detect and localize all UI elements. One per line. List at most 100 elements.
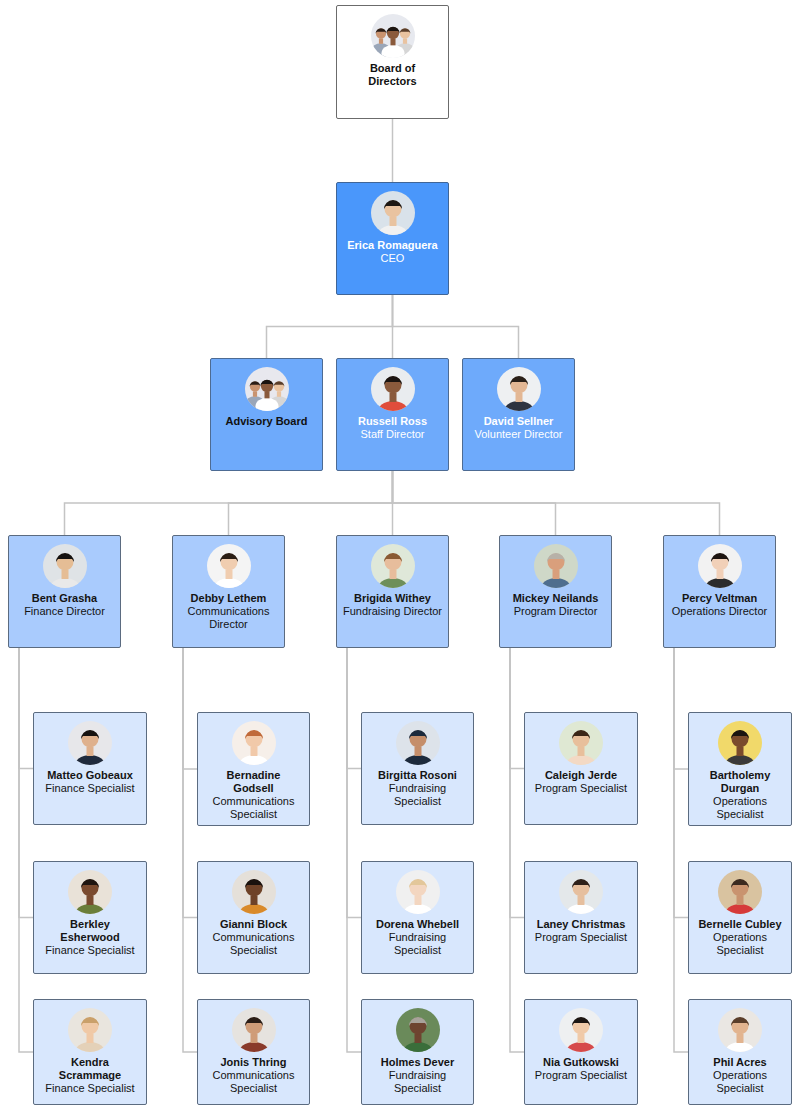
avatar-group — [232, 1008, 276, 1052]
avatar-photo — [232, 870, 276, 914]
avatar-photo — [698, 544, 742, 588]
avatar-shoulders — [213, 578, 245, 588]
avatar-hair — [731, 730, 749, 739]
avatar-shoulders — [724, 1042, 756, 1052]
node-role: Program Specialist — [533, 931, 629, 944]
avatar-group — [371, 367, 415, 411]
avatar-photo — [718, 721, 762, 765]
avatar-photo — [68, 1008, 112, 1052]
org-connector — [347, 648, 361, 769]
avatar-hair — [56, 553, 74, 562]
node-name: Caleigh Jerde — [533, 769, 629, 782]
avatar-group — [371, 544, 415, 588]
node-role: Communications Specialist — [206, 795, 301, 821]
node-role: Finance Specialist — [42, 944, 138, 957]
avatar-shoulders — [724, 755, 756, 765]
avatar-shoulders — [402, 755, 434, 765]
node-name: Berkley Esherwood — [42, 918, 138, 944]
avatar-hair — [572, 730, 590, 739]
avatar-photo — [232, 721, 276, 765]
org-connector — [510, 648, 524, 1052]
specialist-box: Bernadine GodsellCommunications Speciali… — [197, 712, 310, 826]
node-name: Russell Ross — [342, 415, 443, 428]
node-role: Program Director — [505, 605, 606, 618]
avatar-neck — [389, 570, 396, 579]
avatar-shoulders — [565, 755, 597, 765]
avatar-head — [711, 554, 728, 571]
specialist-box: Bartholemy DurganOperations Specialist — [688, 712, 792, 826]
avatar-neck — [515, 393, 522, 402]
avatar-group — [232, 721, 276, 765]
avatar-photo — [497, 367, 541, 411]
avatar-head — [573, 731, 590, 748]
avatar-group — [559, 721, 603, 765]
org-connector — [392, 119, 394, 182]
avatar-hair — [731, 879, 749, 888]
specialist-box: Holmes DeverFundraising Specialist — [361, 999, 474, 1105]
avatar-shoulders — [381, 45, 404, 58]
avatar-photo — [396, 721, 440, 765]
avatar-hair — [386, 27, 399, 33]
avatar-head — [220, 554, 237, 571]
node-name: Matteo Gobeaux — [42, 769, 138, 782]
avatar-head — [82, 731, 99, 748]
avatar-hair — [547, 553, 565, 562]
node-name: Birgitta Rosoni — [370, 769, 465, 782]
avatar-head — [732, 1018, 749, 1035]
org-connector — [19, 648, 33, 769]
avatar-hair — [81, 730, 99, 739]
node-name: Advisory Board — [216, 415, 317, 428]
avatar-hair — [220, 553, 238, 562]
avatar-neck — [414, 896, 421, 905]
node-name: Brigida Withey — [342, 592, 443, 605]
avatar-shoulders — [238, 755, 270, 765]
avatar-neck — [378, 38, 382, 43]
avatar-hair — [409, 879, 427, 888]
node-name: Bent Grasha — [14, 592, 115, 605]
avatar-shoulders — [402, 904, 434, 914]
avatar-photo — [718, 870, 762, 914]
avatar-group — [718, 1008, 762, 1052]
node-name: Debby Lethem — [178, 592, 279, 605]
node-role: Operations Specialist — [697, 1069, 783, 1095]
node-role: Program Specialist — [533, 1069, 629, 1082]
avatar-neck — [87, 1034, 94, 1043]
node-name: Mickey Neilands — [505, 592, 606, 605]
avatar-group — [559, 1008, 603, 1052]
node-role: Finance Specialist — [42, 1082, 138, 1095]
avatar-hair — [711, 553, 729, 562]
node-name: Nia Gutkowski — [533, 1056, 629, 1069]
avatar-photo — [245, 367, 289, 411]
specialist-box: Berkley EsherwoodFinance Specialist — [33, 861, 147, 974]
avatar-hair — [245, 1017, 263, 1026]
node-name: Board of Directors — [361, 62, 424, 88]
department-box: Debby LethemCommunications Director — [172, 535, 285, 648]
avatar-head — [56, 554, 73, 571]
avatar-shoulders — [377, 225, 409, 235]
avatar-photo — [371, 14, 415, 58]
node-role: Operations Director — [669, 605, 770, 618]
avatar-shoulders — [540, 578, 572, 588]
avatar-group — [396, 1008, 440, 1052]
node-role: Finance Specialist — [42, 782, 138, 795]
avatar-group — [559, 870, 603, 914]
avatar-head — [573, 1018, 590, 1035]
avatar-group — [232, 870, 276, 914]
avatar-group — [718, 870, 762, 914]
avatar-neck — [264, 392, 269, 398]
avatar-neck — [252, 391, 256, 396]
avatar-shoulders — [704, 578, 736, 588]
avatar-hair — [572, 1017, 590, 1026]
avatar-hair — [384, 553, 402, 562]
department-box: Mickey NeilandsProgram Director — [499, 535, 612, 648]
avatar-head — [245, 1018, 262, 1035]
node-role: Fundraising Specialist — [370, 931, 465, 957]
avatar-group — [207, 544, 251, 588]
avatar-hair — [731, 1017, 749, 1026]
avatar-neck — [402, 38, 406, 43]
avatar-photo — [718, 1008, 762, 1052]
org-connector — [229, 471, 393, 535]
avatar-neck — [250, 747, 257, 756]
avatar-group — [68, 1008, 112, 1052]
node-name: Bernadine Godsell — [206, 769, 301, 795]
